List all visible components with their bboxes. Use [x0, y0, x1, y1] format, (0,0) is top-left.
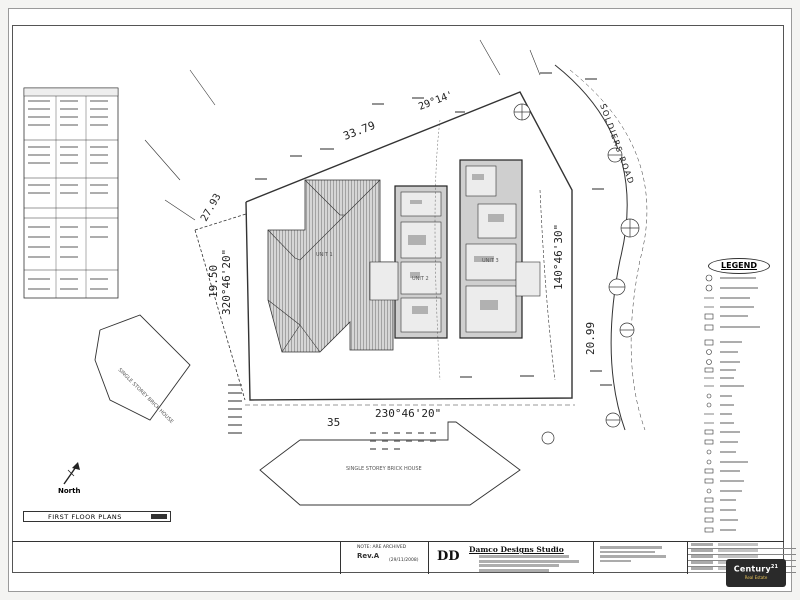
neighbour-left-label: SINGLE STOREY BRICK HOUSE: [117, 367, 175, 425]
dimension-right-a: 140°46'30": [552, 224, 565, 290]
neighbour-bottom-label: SINGLE STOREY BRICK HOUSE: [346, 466, 422, 472]
area-analysis-table: [23, 87, 119, 299]
revision-label: Rev.A: [357, 552, 380, 560]
dimension-left-a: 320°46'20": [220, 249, 233, 315]
unit-3-label: UNIT 3: [482, 258, 499, 264]
brand-superscript: 21: [770, 564, 779, 570]
legend-symbols: [704, 274, 760, 533]
project-description-lines: [600, 546, 678, 564]
dimension-left-c: 27.93: [199, 192, 224, 224]
brand-subtitle: Real Estate: [744, 574, 768, 580]
annotation-leaders: [144, 39, 541, 221]
dimension-top-a: 33.79: [341, 119, 377, 143]
sheet-title-text: FIRST FLOOR PLANS: [48, 513, 122, 521]
north-label: North: [58, 487, 81, 495]
scale-bar-icon: [151, 514, 167, 519]
neighbour-house-left: [94, 314, 191, 421]
dimension-left-b: 19.50: [207, 265, 220, 298]
studio-address-lines: [479, 555, 579, 573]
dimension-right-b: 20.99: [584, 322, 597, 355]
unit-3-plan: [459, 159, 541, 339]
info-row: [688, 542, 796, 549]
sheet-title-label: FIRST FLOOR PLANS: [23, 511, 171, 522]
neighbour-house-bottom: [259, 421, 521, 506]
title-block: NOTE: ARE ARCHIVED Rev.A (29/11/2008) DD…: [12, 541, 796, 574]
revision-note: NOTE: ARE ARCHIVED: [357, 545, 407, 550]
road-label: SOLDIERS ROAD: [598, 103, 636, 186]
brand-name: Century21: [726, 559, 786, 574]
site-boundary: [194, 91, 573, 401]
north-arrow-icon: [63, 462, 80, 485]
studio-name: Damco Designs Studio: [469, 545, 564, 554]
revision-cell: NOTE: ARE ARCHIVED Rev.A (29/11/2008): [340, 542, 428, 574]
unit-1-label: UNIT 1: [316, 252, 333, 258]
revision-date: (29/11/2008): [389, 558, 419, 563]
unit-2-label: UNIT 2: [412, 276, 429, 282]
dimension-top-b: 29°14': [417, 90, 455, 113]
project-cell: [593, 542, 687, 574]
road-curve: [554, 64, 648, 431]
brand-badge: Century21 Real Estate: [726, 559, 786, 587]
brand-name-text: Century: [733, 564, 771, 574]
tree-symbols: [513, 103, 640, 445]
studio-cell: DD Damco Designs Studio: [428, 542, 593, 574]
info-row: [688, 548, 796, 555]
dimension-bottom-a: 230°46'20": [375, 407, 441, 420]
driveway-outline: [434, 119, 556, 381]
legend-title: LEGEND: [708, 258, 770, 274]
studio-logo-icon: DD: [437, 549, 460, 564]
survey-marks: [228, 72, 612, 450]
unit-2-plan: [369, 185, 448, 339]
dimension-bottom-b: 35: [327, 416, 340, 429]
